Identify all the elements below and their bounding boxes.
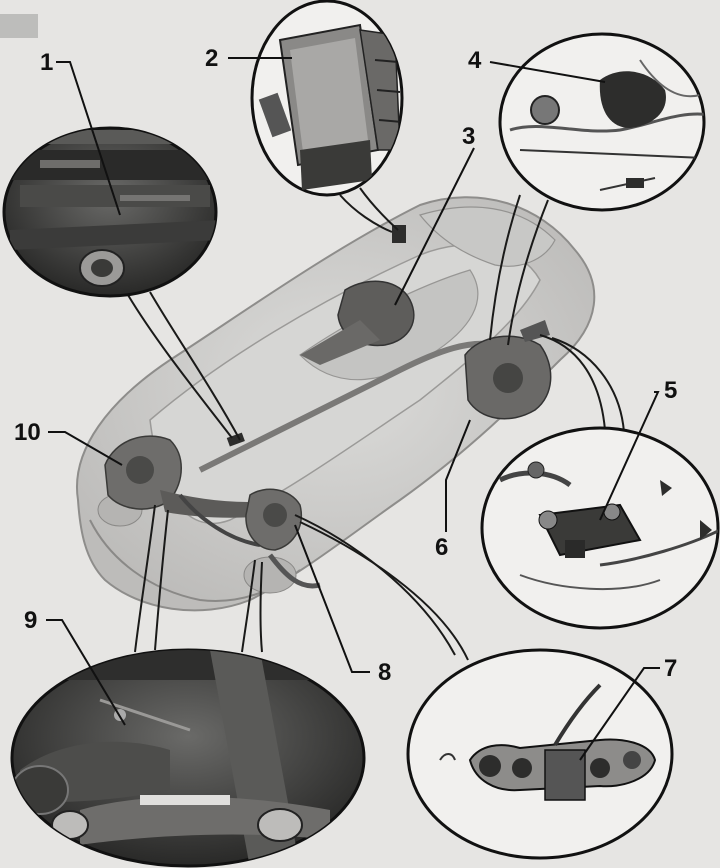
leader-9 xyxy=(46,619,126,726)
bubble-tails xyxy=(127,187,625,661)
callout-3: 3 xyxy=(462,123,475,150)
detail-bubble-5 xyxy=(480,426,720,630)
leader-10 xyxy=(48,431,123,466)
leader-4 xyxy=(489,61,606,83)
leader-3 xyxy=(394,147,475,306)
leader-7 xyxy=(579,667,660,761)
leader-6 xyxy=(445,419,471,532)
callout-8: 8 xyxy=(378,659,391,686)
corner-tab xyxy=(0,14,38,38)
leader-1 xyxy=(56,61,121,216)
callout-2: 2 xyxy=(205,45,218,72)
callout-4: 4 xyxy=(468,47,482,74)
callout-9: 9 xyxy=(24,607,37,634)
detail-bubble-7 xyxy=(406,648,674,860)
detail-bubble-2 xyxy=(250,0,404,197)
callout-labels: 1 2 3 4 5 6 7 8 9 10 xyxy=(14,45,677,686)
detail-bubble-9 xyxy=(10,648,366,868)
callout-5: 5 xyxy=(664,377,677,404)
leader-8 xyxy=(294,524,370,673)
detail-bubble-1 xyxy=(2,126,218,298)
underbody-components xyxy=(104,225,552,589)
leader-5 xyxy=(599,391,660,521)
callout-1: 1 xyxy=(40,49,53,76)
callout-6: 6 xyxy=(435,534,448,561)
callout-7: 7 xyxy=(664,655,677,682)
callout-10: 10 xyxy=(14,419,41,446)
leader-lines xyxy=(46,57,660,761)
detail-bubble-4 xyxy=(498,32,706,212)
